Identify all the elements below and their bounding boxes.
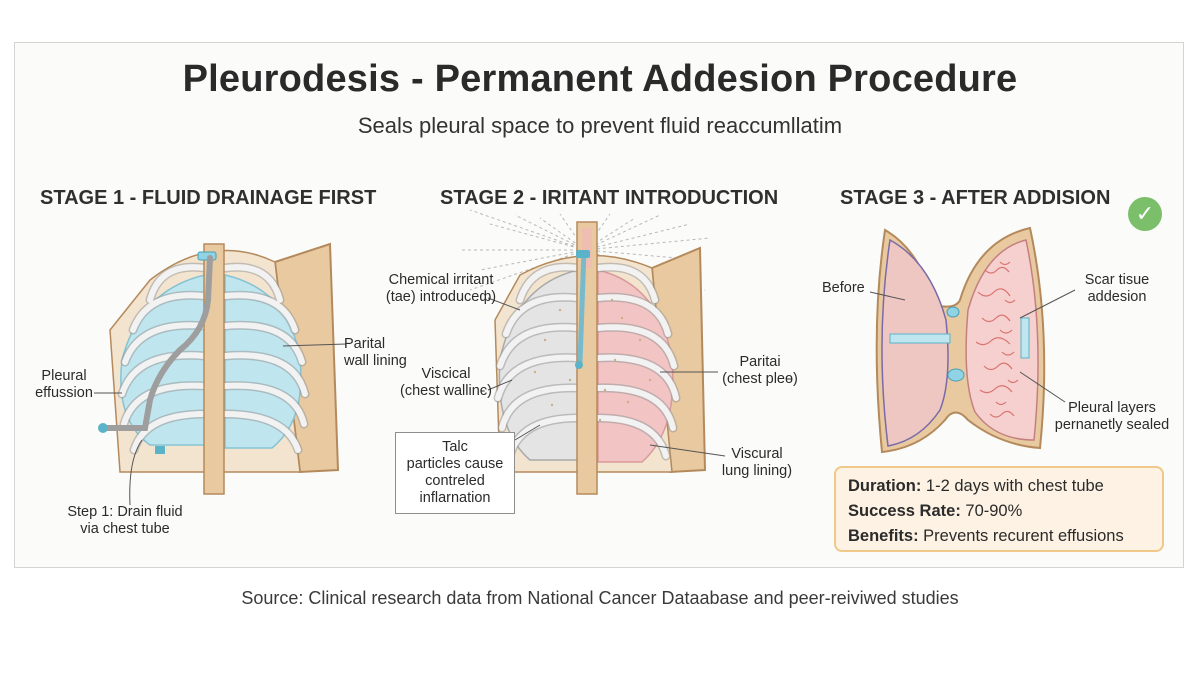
label-visceral-lung: Viscural lung lining) xyxy=(721,446,793,479)
label-before: Before xyxy=(822,280,865,296)
benefits-key: Benefits: xyxy=(848,527,919,545)
benefits-row: Benefits: Prevents recurent effusions xyxy=(848,527,1124,546)
stage2-title: STAGE 2 - IRITANT INTRODUCTION xyxy=(440,187,779,209)
source-note: Source: Clinical research data from Nati… xyxy=(241,588,959,608)
label-scar-tissue: Scar tisue addesion xyxy=(1084,272,1150,305)
duration-key: Duration: xyxy=(848,477,922,495)
label-step1: Step 1: Drain fluid via chest tube xyxy=(67,504,183,537)
stage3-lung-illustration xyxy=(869,226,1076,454)
success-key: Success Rate: xyxy=(848,502,961,520)
label-visceral-chest: Viscical (chest wallinє) xyxy=(399,366,492,399)
label-parietal-wall: Parital wall lining xyxy=(344,336,407,369)
stage2-chest-illustration xyxy=(460,209,726,495)
stage3-title: STAGE 3 - AFTER ADDISION xyxy=(840,187,1111,209)
label-layers-sealed: Pleural layers pernanetly sealed xyxy=(1054,400,1170,433)
label-pleural-effusion: Pleural effussion xyxy=(35,368,93,401)
duration-value: 1-2 days with chest tube xyxy=(921,477,1104,495)
page-title: Pleurodesis - Permanent Addesion Procedu… xyxy=(182,58,1018,100)
stage1-title: STAGE 1 - FLUID DRAINAGE FIRST xyxy=(40,187,377,209)
page-subtitle: Seals pleural space to prevent fluid rea… xyxy=(357,113,843,138)
benefits-value: Prevents recurent effusions xyxy=(918,527,1124,545)
label-parietal-chest: Paritai (chest pleө) xyxy=(722,354,798,387)
success-row: Success Rate: 70-90% xyxy=(848,502,1022,521)
success-value: 70-90% xyxy=(960,502,1023,520)
stage1-chest-illustration xyxy=(94,242,347,506)
check-circle-icon: ✓ xyxy=(1128,197,1162,231)
talc-callout-box: Talc particles cause contreled inflarnat… xyxy=(395,432,515,514)
duration-row: Duration: 1-2 days with chest tube xyxy=(848,477,1104,496)
procedure-info-box: Duration: 1-2 days with chest tube Succe… xyxy=(834,466,1164,552)
label-chemical-irritant: Chemical irritant (tae) introducеф) xyxy=(385,272,497,305)
